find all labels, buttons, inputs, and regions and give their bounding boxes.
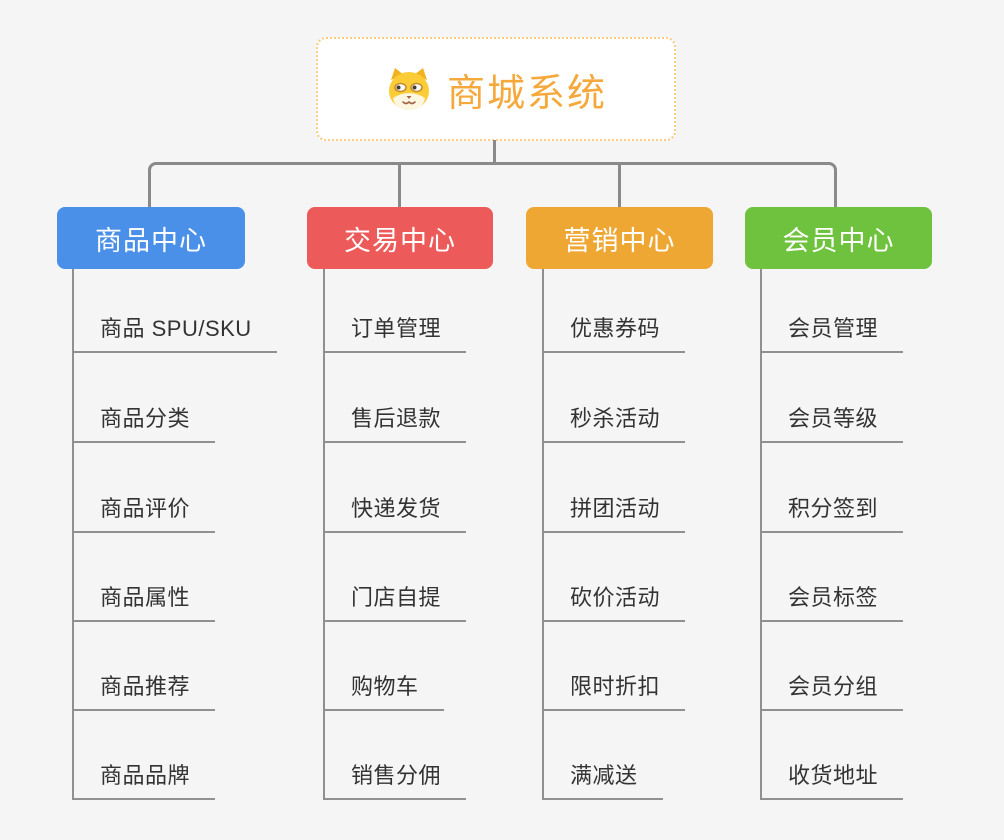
dog-face-icon: [385, 66, 433, 112]
leaf-node[interactable]: 商品分类: [72, 406, 216, 443]
leaf-node[interactable]: 订单管理: [323, 316, 467, 353]
branch-spine-member: [760, 269, 762, 800]
root-title: 商城系统: [446, 72, 607, 115]
branch-spine-trade: [323, 269, 325, 800]
connector-stem-marketing: [618, 164, 621, 208]
leaf-node[interactable]: 会员标签: [760, 585, 904, 622]
branch-spine-marketing: [542, 269, 544, 800]
branch-spine-product: [72, 269, 74, 800]
leaf-node[interactable]: 会员等级: [760, 406, 904, 443]
branch-node-trade-center[interactable]: 交易中心: [307, 207, 493, 269]
leaf-node[interactable]: 售后退款: [323, 406, 467, 443]
leaf-node[interactable]: 砍价活动: [542, 585, 686, 622]
leaf-node[interactable]: 收货地址: [760, 763, 904, 800]
leaf-node[interactable]: 商品 SPU/SKU: [72, 316, 277, 353]
branch-node-member-center[interactable]: 会员中心: [745, 207, 932, 269]
leaf-node[interactable]: 限时折扣: [542, 674, 686, 711]
leaf-node[interactable]: 商品评价: [72, 496, 216, 533]
branch-node-marketing-center[interactable]: 营销中心: [526, 207, 713, 269]
leaf-node[interactable]: 销售分佣: [323, 763, 467, 800]
leaf-node[interactable]: 积分签到: [760, 496, 904, 533]
leaf-node[interactable]: 拼团活动: [542, 496, 686, 533]
leaf-node[interactable]: 满减送: [542, 763, 663, 800]
leaf-node[interactable]: 快递发货: [323, 496, 467, 533]
root-node[interactable]: 商城系统: [316, 37, 676, 141]
leaf-node[interactable]: 购物车: [323, 674, 444, 711]
connector-stem-trade: [398, 164, 401, 208]
leaf-node[interactable]: 商品属性: [72, 585, 216, 622]
leaf-node[interactable]: 门店自提: [323, 585, 467, 622]
leaf-node[interactable]: 会员管理: [760, 316, 904, 353]
leaf-node[interactable]: 商品品牌: [72, 763, 216, 800]
leaf-node[interactable]: 商品推荐: [72, 674, 216, 711]
connector-bus: [148, 162, 837, 208]
leaf-node[interactable]: 会员分组: [760, 674, 904, 711]
branch-node-product-center[interactable]: 商品中心: [57, 207, 245, 269]
leaf-node[interactable]: 秒杀活动: [542, 406, 686, 443]
connector-root-stem: [493, 140, 496, 165]
leaf-node[interactable]: 优惠券码: [542, 316, 686, 353]
